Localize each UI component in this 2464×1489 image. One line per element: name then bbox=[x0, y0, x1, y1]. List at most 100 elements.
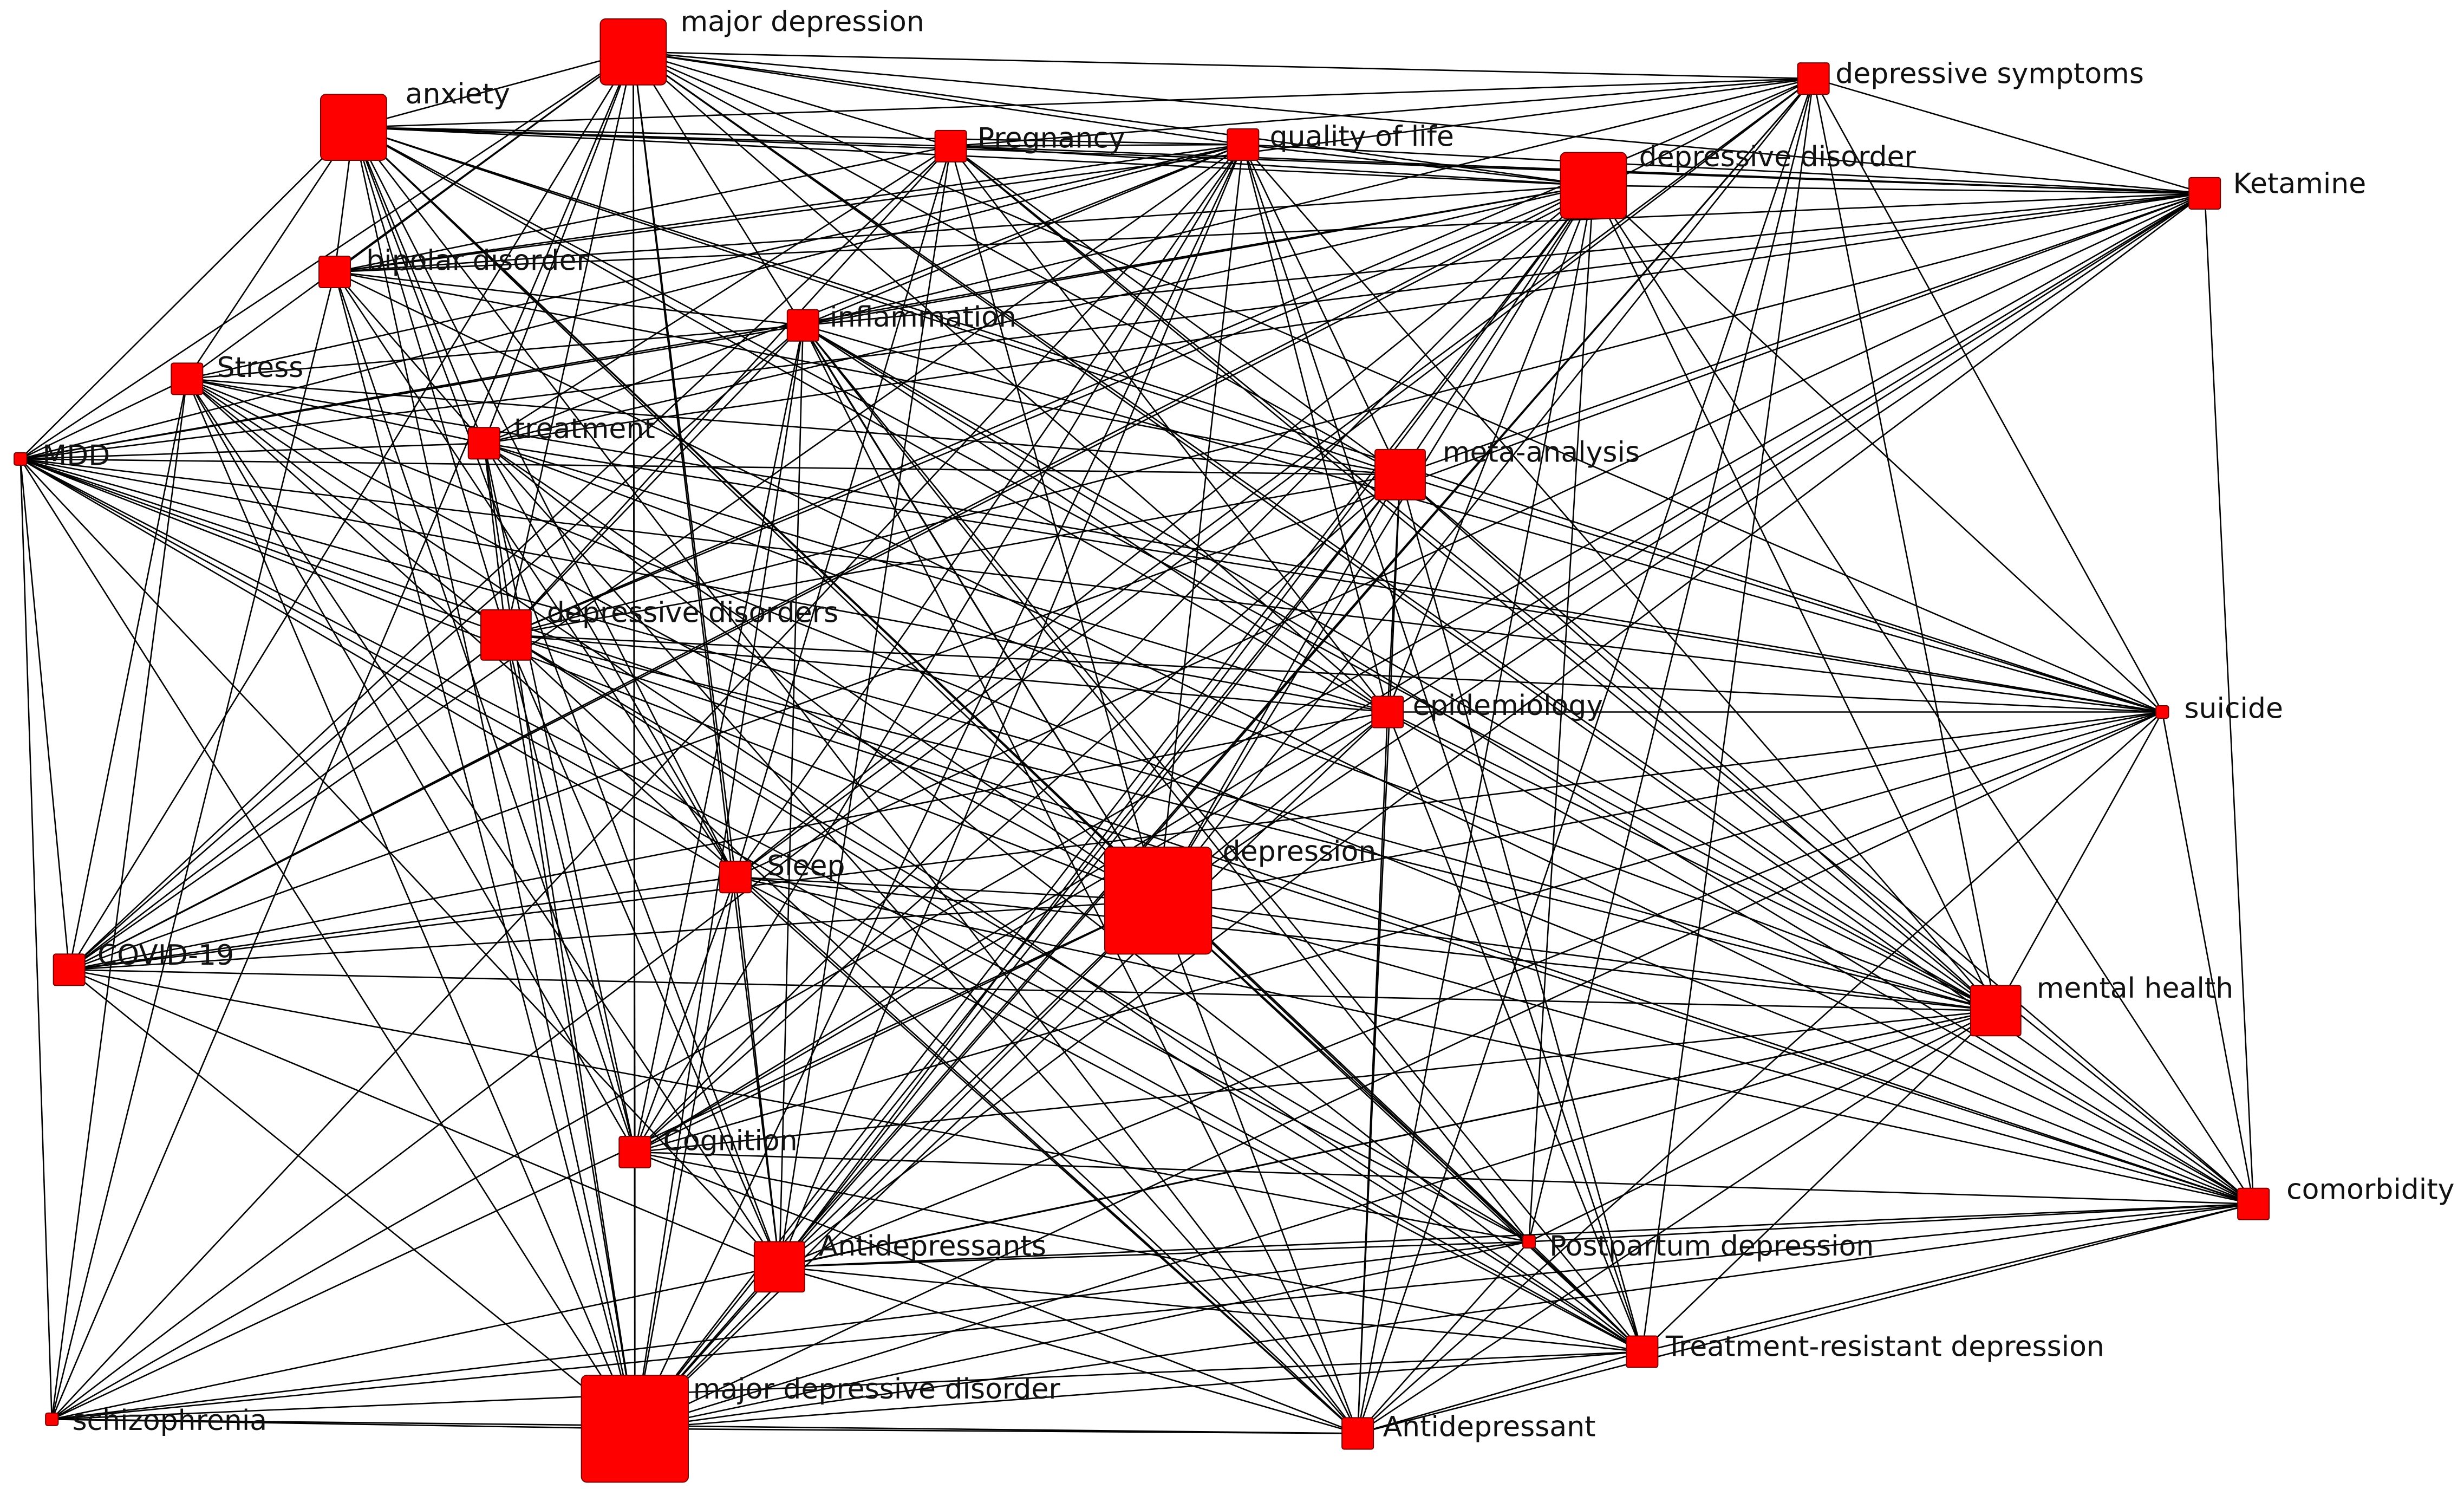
node-label-ketamine: Ketamine bbox=[2233, 167, 2366, 200]
node-label-major-depression: major depression bbox=[680, 6, 924, 38]
edge-ketamine-bipolar-disorder bbox=[335, 192, 2205, 273]
edge-epidemiology-antidepressant bbox=[1357, 712, 1389, 1434]
node-label-depressive-disorder: depressive disorder bbox=[1639, 141, 1917, 173]
edge-covid-19-postpartum-depression bbox=[69, 969, 1529, 1243]
edge-epidemiology-mental-health bbox=[1387, 711, 1996, 1012]
node-antidepressant: Antidepressant bbox=[1341, 1411, 1596, 1450]
edge-epidemiology-covid-19 bbox=[69, 711, 1388, 971]
edge-inflammation-comorbidity bbox=[803, 324, 2254, 1205]
edge-stress-suicide bbox=[187, 378, 2163, 713]
edge-quality-of-life-depressive-disorder bbox=[1243, 144, 1594, 186]
edge-ketamine-meta-analysis bbox=[1400, 192, 2205, 476]
node-major-depressive-disorder: major depressive disorder bbox=[581, 1373, 1060, 1483]
edge-antidepressants-postpartum-depression bbox=[779, 1241, 1529, 1268]
node-marker-depression bbox=[1104, 847, 1213, 955]
node-label-treatment-resistant-depression: Treatment-resistant depression bbox=[1665, 1331, 2104, 1363]
node-label-depressive-disorders: depressive disorders bbox=[547, 597, 838, 629]
edge-anxiety-depressive-symptoms bbox=[353, 77, 1814, 128]
edge-anxiety-meta-analysis bbox=[353, 126, 1400, 476]
edge-treatment-cognition bbox=[483, 443, 636, 1153]
edge-major-depressive-disorder-antidepressant bbox=[635, 1428, 1358, 1434]
node-depressive-disorders: depressive disorders bbox=[480, 597, 838, 661]
edge-depressive-disorder-meta-analysis bbox=[1399, 185, 1594, 476]
edge-suicide-covid-19 bbox=[69, 711, 2163, 971]
node-postpartum-depression: Postpartum depression bbox=[1522, 1230, 1874, 1263]
edge-suicide-comorbidity bbox=[2161, 712, 2254, 1205]
edge-anxiety-quality-of-life bbox=[353, 126, 1243, 146]
edge-comorbidity-antidepressant bbox=[1357, 1203, 2254, 1434]
node-label-inflammation: inflammation bbox=[830, 301, 1016, 334]
edge-quality-of-life-ketamine bbox=[1243, 144, 2205, 194]
edge-schizophrenia-antidepressant bbox=[51, 1419, 1358, 1434]
node-suicide: suicide bbox=[2155, 693, 2283, 725]
edge-major-depression-meta-analysis bbox=[633, 51, 1401, 476]
edge-anxiety-mental-health bbox=[353, 126, 1996, 1011]
edge-quality-of-life-inflammation bbox=[803, 144, 1243, 326]
edge-epidemiology-major-depressive-disorder bbox=[634, 711, 1389, 1429]
edge-depressive-disorder-suicide bbox=[1593, 185, 2163, 713]
edge-postpartum-depression-antidepressant bbox=[1357, 1241, 1530, 1434]
edge-meta-analysis-cognition bbox=[634, 474, 1401, 1153]
edge-depressive-disorder-postpartum-depression bbox=[1528, 185, 1594, 1242]
edge-depressive-disorder-treatment bbox=[484, 185, 1594, 444]
node-marker-treatment-resistant-depression bbox=[1626, 1335, 1659, 1368]
edge-depressive-disorder-sleep bbox=[735, 185, 1594, 878]
edge-depressive-disorders-major-depressive-disorder bbox=[505, 635, 636, 1429]
edge-cognition-antidepressant bbox=[634, 1151, 1358, 1434]
node-marker-depressive-symptoms bbox=[1797, 62, 1830, 95]
edge-pregnancy-depressive-symptoms bbox=[950, 77, 1814, 147]
edge-pregnancy-covid-19 bbox=[68, 145, 951, 971]
node-mdd: MDD bbox=[14, 439, 110, 472]
edge-suicide-antidepressant bbox=[1357, 711, 2163, 1434]
edge-major-depression-depressive-disorder bbox=[633, 51, 1594, 186]
edge-sleep-covid-19 bbox=[69, 876, 736, 971]
node-marker-inflammation bbox=[786, 309, 819, 342]
edge-depressive-disorders-covid-19 bbox=[68, 634, 507, 971]
edge-major-depression-anxiety bbox=[353, 51, 634, 128]
edge-depression-treatment-resistant-depression bbox=[1157, 900, 1643, 1353]
node-marker-mental-health bbox=[1970, 985, 2022, 1037]
edge-depressive-symptoms-antidepressant bbox=[1357, 78, 1814, 1434]
edge-depressive-disorder-ketamine bbox=[1593, 185, 2205, 194]
edge-major-depression-mdd bbox=[20, 51, 634, 460]
node-marker-postpartum-depression bbox=[1522, 1234, 1536, 1249]
edge-sleep-antidepressants bbox=[734, 877, 780, 1267]
edge-postpartum-depression-schizophrenia bbox=[51, 1241, 1529, 1420]
edge-major-depression-treatment bbox=[483, 51, 634, 444]
edge-ketamine-mdd bbox=[20, 192, 2205, 460]
edge-depressive-symptoms-mental-health bbox=[1813, 78, 1997, 1011]
edge-major-depression-depressive-disorders bbox=[505, 51, 634, 635]
edge-depressive-disorder-comorbidity bbox=[1593, 185, 2254, 1205]
edge-major-depression-epidemiology bbox=[633, 51, 1389, 713]
edge-depression-cognition bbox=[634, 900, 1159, 1153]
node-depressive-disorder: depressive disorder bbox=[1560, 141, 1917, 219]
edge-inflammation-treatment-resistant-depression bbox=[802, 324, 1643, 1353]
edge-ketamine-cognition bbox=[634, 192, 2205, 1153]
edge-sleep-treatment-resistant-depression bbox=[735, 876, 1642, 1353]
node-label-suicide: suicide bbox=[2184, 693, 2283, 725]
edge-ketamine-depression bbox=[1157, 192, 2205, 901]
edge-bipolar-disorder-inflammation bbox=[334, 271, 803, 326]
edge-ketamine-schizophrenia bbox=[51, 192, 2205, 1420]
edge-comorbidity-schizophrenia bbox=[51, 1203, 2254, 1420]
edge-comorbidity-treatment-resistant-depression bbox=[1642, 1203, 2254, 1353]
node-marker-antidepressants bbox=[753, 1241, 805, 1293]
edge-treatment-epidemiology bbox=[484, 443, 1388, 713]
edge-treatment-major-depressive-disorder bbox=[483, 443, 636, 1429]
edge-depression-comorbidity bbox=[1158, 900, 2254, 1205]
edge-depressive-symptoms-treatment-resistant-depression bbox=[1641, 78, 1814, 1352]
edge-pregnancy-sleep bbox=[734, 146, 951, 877]
edge-treatment-depression bbox=[484, 443, 1159, 901]
edge-stress-treatment bbox=[187, 378, 485, 444]
edge-depressive-disorders-antidepressant bbox=[505, 634, 1359, 1434]
edge-meta-analysis-antidepressants bbox=[779, 474, 1401, 1267]
node-marker-suicide bbox=[2155, 705, 2169, 719]
edge-postpartum-depression-major-depressive-disorder bbox=[635, 1241, 1529, 1429]
node-ketamine: Ketamine bbox=[2188, 167, 2366, 210]
edge-stress-antidepressant bbox=[186, 378, 1359, 1434]
edge-cognition-comorbidity bbox=[635, 1151, 2254, 1205]
node-marker-antidepressant bbox=[1341, 1417, 1374, 1450]
edge-anxiety-major-depressive-disorder bbox=[353, 127, 636, 1429]
edge-stress-meta-analysis bbox=[187, 378, 1400, 476]
